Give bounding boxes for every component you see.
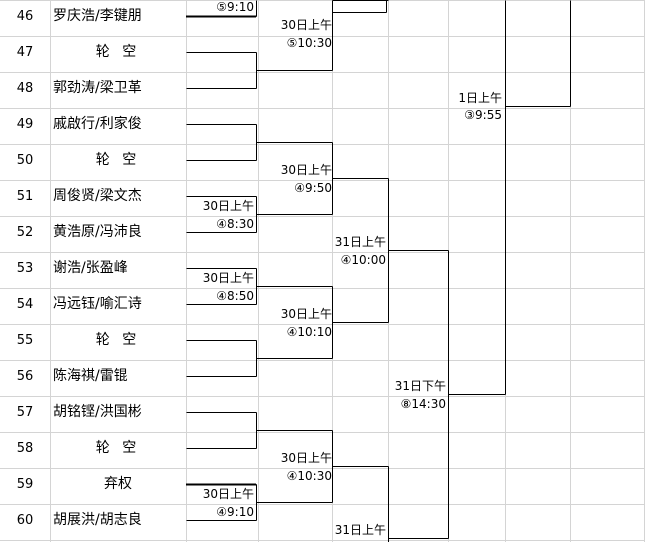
match-time[interactable]: ④10:30 <box>286 469 332 483</box>
player-cell[interactable]: 黄浩原/冯沛良 <box>53 224 142 240</box>
match-day[interactable]: 30日上午 <box>202 487 254 501</box>
match-time[interactable]: ④8:30 <box>216 217 254 231</box>
match-day[interactable]: 30日上午 <box>202 271 254 285</box>
row-number[interactable]: 46 <box>16 9 34 24</box>
match-day[interactable]: 31日下午 <box>394 379 446 393</box>
match-time[interactable]: ⑤9:10 <box>216 0 254 14</box>
row-number[interactable]: 49 <box>16 117 34 132</box>
match-time[interactable]: ④10:00 <box>340 253 386 267</box>
row-number[interactable]: 47 <box>16 45 34 60</box>
row-number[interactable]: 58 <box>16 441 34 456</box>
match-time[interactable]: ④9:10 <box>216 505 254 519</box>
row-number[interactable]: 50 <box>16 153 34 168</box>
bye-cell[interactable]: 轮 空 <box>95 44 141 60</box>
match-time[interactable]: ④9:50 <box>294 181 332 195</box>
row-number[interactable]: 48 <box>16 81 34 96</box>
player-cell[interactable]: 谢浩/张盈峰 <box>53 260 128 276</box>
match-day[interactable]: 30日上午 <box>280 163 332 177</box>
forfeit-cell[interactable]: 弃权 <box>104 476 132 492</box>
match-time[interactable]: ⑧14:30 <box>400 397 446 411</box>
player-cell[interactable]: 冯远钰/喻汇诗 <box>53 296 142 312</box>
match-day[interactable]: 30日上午 <box>280 451 332 465</box>
bye-cell[interactable]: 轮 空 <box>95 152 141 168</box>
row-number[interactable]: 52 <box>16 225 34 240</box>
row-number[interactable]: 54 <box>16 297 34 312</box>
row-number[interactable]: 60 <box>16 513 34 528</box>
player-cell[interactable]: 罗庆浩/李键朋 <box>53 8 142 24</box>
row-number[interactable]: 53 <box>16 261 34 276</box>
match-time[interactable]: ⑤10:30 <box>286 36 332 50</box>
match-time[interactable]: ④10:10 <box>286 325 332 339</box>
row-number[interactable]: 51 <box>16 189 34 204</box>
match-day[interactable]: 1日上午 <box>458 91 502 105</box>
player-cell[interactable]: 郭劲涛/梁卫革 <box>53 80 142 96</box>
row-number[interactable]: 55 <box>16 333 34 348</box>
row-number[interactable]: 57 <box>16 405 34 420</box>
row-number[interactable]: 59 <box>16 477 34 492</box>
match-day[interactable]: 31日上午 <box>334 523 386 537</box>
bye-cell[interactable]: 轮 空 <box>95 332 141 348</box>
match-day[interactable]: 31日上午 <box>334 235 386 249</box>
player-cell[interactable]: 陈海祺/雷锟 <box>53 368 128 384</box>
match-day[interactable]: 30日上午 <box>280 18 332 32</box>
match-time[interactable]: ④8:50 <box>216 289 254 303</box>
player-cell[interactable]: 周俊贤/梁文杰 <box>53 188 142 204</box>
player-cell[interactable]: 戚啟行/利家俊 <box>53 116 142 132</box>
row-number[interactable]: 56 <box>16 369 34 384</box>
match-day[interactable]: 30日上午 <box>280 307 332 321</box>
match-day[interactable]: 30日上午 <box>202 199 254 213</box>
match-time[interactable]: ③9:55 <box>464 108 502 122</box>
player-cell[interactable]: 胡铭铿/洪国彬 <box>53 404 142 420</box>
bye-cell[interactable]: 轮 空 <box>95 440 141 456</box>
player-cell[interactable]: 胡展洪/胡志良 <box>53 512 142 528</box>
